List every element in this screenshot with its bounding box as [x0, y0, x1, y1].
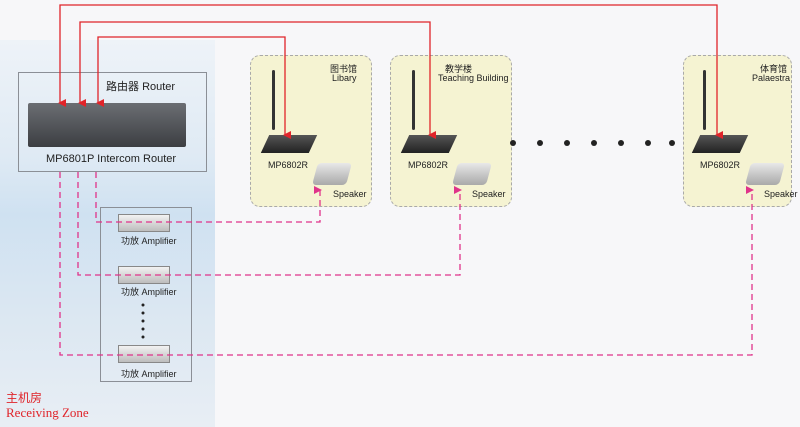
speaker-label: Speaker [472, 189, 506, 199]
zone-name-en: Libary [332, 73, 357, 83]
router-title-en: Router [142, 81, 176, 93]
amplifier-device[interactable] [118, 214, 170, 232]
speaker-label: Speaker [764, 189, 798, 199]
zone-name-cn: 教学楼 [445, 64, 473, 74]
console-label: MP6802R [700, 160, 741, 170]
receiving-zone-title-en: Receiving Zone [6, 405, 89, 420]
zone-name-cn: 体育馆 [760, 64, 788, 74]
router-title-cn: 路由器 [106, 81, 139, 93]
router-model-label: MP6801P Intercom Router [46, 153, 177, 165]
amplifier-label: 功放 Amplifier [121, 369, 177, 379]
audio-line-library [95, 172, 322, 223]
amplifier-label: 功放 Amplifier [121, 236, 177, 246]
audio-line-palaestra [59, 172, 754, 356]
amplifier-label: 功放 Amplifier [121, 287, 177, 297]
amplifier-group-box [100, 207, 192, 382]
receiving-zone-title-cn: 主机房 [6, 391, 43, 405]
zone-name-cn: 图书馆 [330, 64, 358, 74]
zone-name-en: Palaestra [752, 73, 791, 83]
zone-name-en: Teaching Building [438, 73, 509, 83]
amplifier-device[interactable] [118, 345, 170, 363]
speaker-label: Speaker [333, 189, 367, 199]
control-line-library [96, 36, 291, 139]
router-title: 路由器 Router [106, 78, 175, 94]
console-label: MP6802R [268, 160, 309, 170]
audio-line-teaching [77, 172, 462, 276]
console-label: MP6802R [408, 160, 449, 170]
control-line-palaestra [58, 4, 723, 139]
control-line-teaching [78, 21, 436, 139]
